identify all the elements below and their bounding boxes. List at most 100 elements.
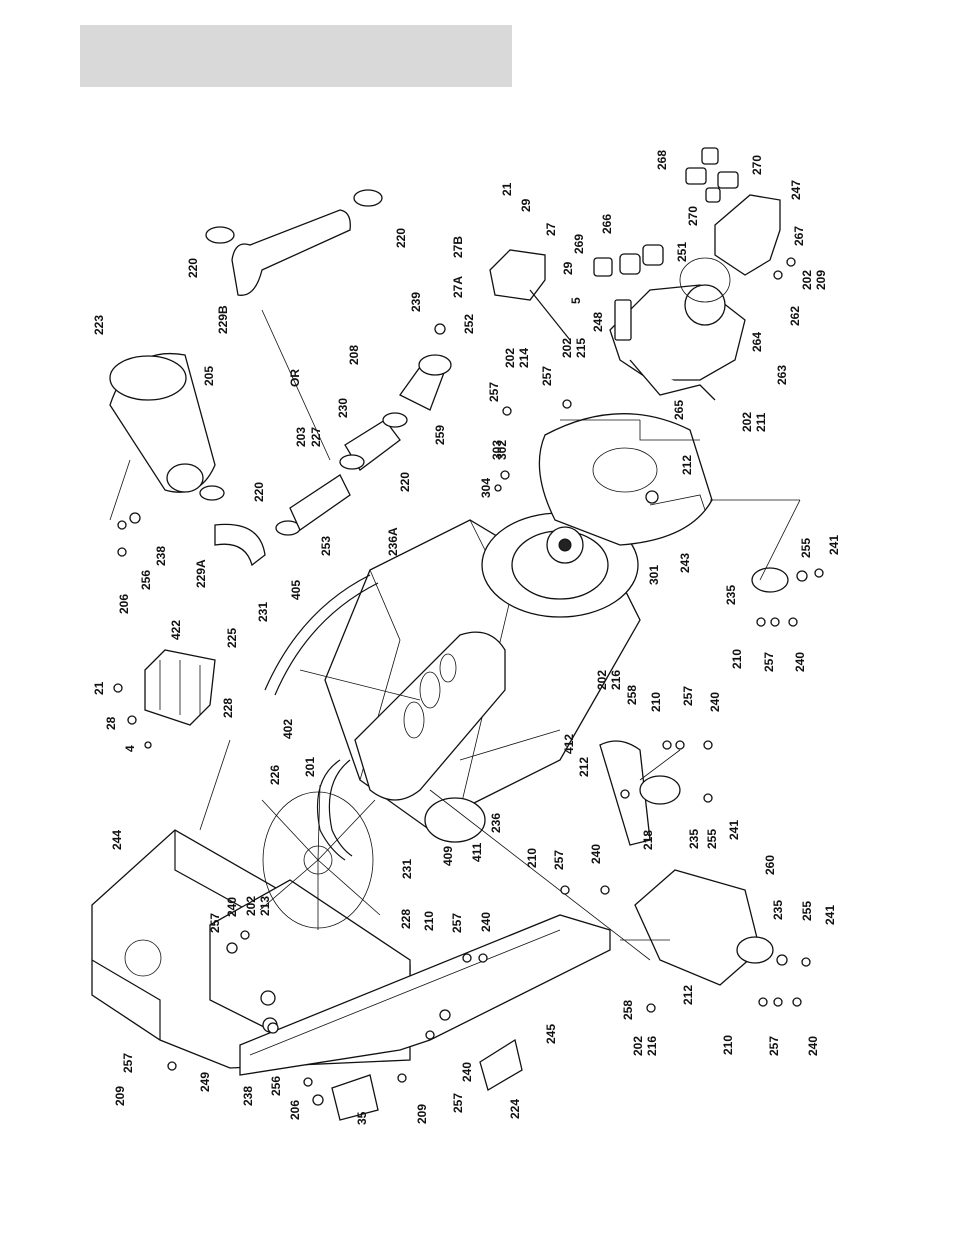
callout-label: 257 — [450, 913, 464, 933]
callout-label: 260 — [763, 855, 777, 875]
callout-label: 205 — [202, 366, 216, 386]
callout-label: 266 — [600, 214, 614, 234]
callout-label: 216 — [645, 1036, 659, 1056]
callout-label: 210 — [730, 649, 744, 669]
callout-label: 231 — [400, 859, 414, 879]
callout-label: 255 — [800, 901, 814, 921]
callout-label: 257 — [208, 913, 222, 933]
callout-label: 258 — [625, 685, 639, 705]
callout-label: 35 — [355, 1111, 369, 1125]
callout-label: 5 — [569, 297, 583, 304]
callout-label: 301 — [647, 565, 661, 585]
callout-label: 202 — [244, 896, 258, 916]
callout-label: 236 — [489, 813, 503, 833]
callout-label: 27 — [544, 222, 558, 236]
callout-label: 252 — [462, 314, 476, 334]
callout-label: 4 — [123, 745, 137, 752]
header-bar — [80, 25, 512, 87]
callout-label: 235 — [724, 585, 738, 605]
callout-label: 206 — [117, 594, 131, 614]
callout-label: 244 — [110, 830, 124, 850]
callout-label: 209 — [415, 1104, 429, 1124]
callout-label: 29 — [519, 198, 533, 212]
callout-label: 208 — [347, 345, 361, 365]
callout-label: 210 — [525, 848, 539, 868]
callout-label: 218 — [641, 830, 655, 850]
callout-label: 212 — [681, 985, 695, 1005]
callout-label: 240 — [460, 1062, 474, 1082]
callout-label: 220 — [394, 228, 408, 248]
callout-label: 304 — [479, 478, 493, 498]
callout-label: 257 — [121, 1053, 135, 1073]
callout-label: 257 — [767, 1036, 781, 1056]
callout-label: 202 — [740, 412, 754, 432]
callout-label: 241 — [827, 535, 841, 555]
callout-label: 269 — [572, 234, 586, 254]
callout-label: 402 — [281, 719, 295, 739]
callout-label: 241 — [823, 905, 837, 925]
callout-label: 228 — [399, 909, 413, 929]
callout-label: 206 — [288, 1100, 302, 1120]
callout-label: 29 — [561, 261, 575, 275]
callout-label: 411 — [470, 842, 484, 862]
callout-label: 257 — [540, 366, 554, 386]
callout-label: 228 — [221, 698, 235, 718]
callout-label: 225 — [225, 628, 239, 648]
callout-label: 240 — [806, 1036, 820, 1056]
callout-label: 235 — [771, 900, 785, 920]
callout-label: 263 — [775, 365, 789, 385]
callout-label: 231 — [256, 602, 270, 622]
callout-label: 223 — [92, 315, 106, 335]
callout-label: 240 — [589, 844, 603, 864]
callout-label: 257 — [451, 1093, 465, 1113]
callout-label: 257 — [762, 652, 776, 672]
callout-label: 249 — [198, 1072, 212, 1092]
callout-label: 216 — [609, 670, 623, 690]
callout-label: 265 — [672, 400, 686, 420]
callout-label: 202 — [800, 270, 814, 290]
callout-label: 21 — [500, 182, 514, 196]
callout-label: 202 — [631, 1036, 645, 1056]
callout-label: 243 — [678, 553, 692, 573]
alternative-marker: OR — [288, 369, 302, 387]
callout-label: 240 — [793, 652, 807, 672]
callout-label: 209 — [113, 1086, 127, 1106]
callout-label: 220 — [398, 472, 412, 492]
callout-label: 268 — [655, 150, 669, 170]
callout-label: 224 — [508, 1099, 522, 1119]
callout-label: 255 — [799, 538, 813, 558]
callout-label: 212 — [577, 757, 591, 777]
callout-label: 405 — [289, 580, 303, 600]
callout-label: 210 — [721, 1035, 735, 1055]
callout-label: 240 — [225, 897, 239, 917]
callout-label: 213 — [258, 896, 272, 916]
callout-label: 264 — [750, 332, 764, 352]
callout-label: 238 — [154, 546, 168, 566]
callout-label: 28 — [104, 716, 118, 730]
callout-label: 302 — [495, 440, 509, 460]
callout-label: 202 — [503, 348, 517, 368]
callout-label: 270 — [750, 155, 764, 175]
callout-label: 258 — [621, 1000, 635, 1020]
callout-label: 245 — [544, 1024, 558, 1044]
callout-label: 240 — [708, 692, 722, 712]
callout-label: 422 — [169, 620, 183, 640]
callout-label: 240 — [479, 912, 493, 932]
callout-label: 21 — [92, 681, 106, 695]
callout-label: 412 — [562, 734, 576, 754]
callout-label: 247 — [789, 180, 803, 200]
callout-labels: 21 28 4 422 206 256 238 229A 220 223 205… — [92, 150, 841, 1125]
callout-label: 257 — [552, 850, 566, 870]
callout-label: 239 — [409, 292, 423, 312]
callout-label: 255 — [705, 829, 719, 849]
callout-label: 230 — [336, 398, 350, 418]
line-art — [91, 147, 824, 1121]
callout-label: 241 — [727, 820, 741, 840]
callout-label: 210 — [649, 692, 663, 712]
callout-label: 253 — [319, 536, 333, 556]
callout-label: 236A — [386, 527, 400, 556]
callout-label: 226 — [268, 765, 282, 785]
callout-label: 257 — [487, 382, 501, 402]
callout-label: 256 — [269, 1076, 283, 1096]
